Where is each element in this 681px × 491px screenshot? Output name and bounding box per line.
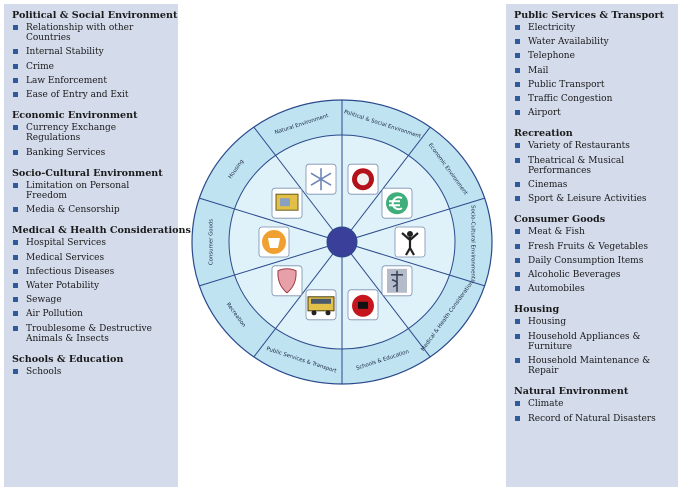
globe-icon (347, 163, 379, 195)
section-title: Medical & Health Considerations (12, 225, 191, 237)
list-item: Public Transport (514, 80, 672, 90)
list-item: Ease of Entry and Exit (12, 90, 172, 100)
segment-divider (199, 197, 343, 243)
section-title: Socio-Cultural Environment (12, 167, 163, 179)
list-item: Crime (12, 62, 172, 72)
list-item: Air Pollution (12, 309, 172, 319)
list-item: Alcoholic Beverages (514, 270, 672, 280)
bullet-list: Schools (12, 367, 172, 377)
list-item: Electricity (514, 23, 672, 33)
list-item: Limitation on Personal Freedom (12, 181, 172, 201)
list-item: Fresh Fruits & Vegetables (514, 242, 672, 252)
segment-divider (253, 126, 343, 243)
bus-icon (305, 289, 337, 321)
segment-divider (341, 197, 485, 243)
list-item: Media & Censorship (12, 205, 172, 215)
list-item: Currency Exchange Regulations (12, 123, 172, 143)
theater-mask-icon (271, 265, 303, 297)
list-item: Daily Consumption Items (514, 256, 672, 266)
person-silhouette-icon (394, 226, 426, 258)
segment-divider (199, 241, 343, 287)
caduceus-icon (381, 265, 413, 297)
section-title: Schools & Education (12, 354, 124, 366)
list-item: Telephone (514, 51, 672, 61)
list-item: Household Appliances & Furniture (514, 332, 672, 352)
list-item: Traffic Congestion (514, 94, 672, 104)
list-item: Housing (514, 317, 672, 327)
wheel-hub (326, 226, 358, 258)
list-item: Internal Stability (12, 47, 172, 57)
list-item: Law Enforcement (12, 76, 172, 86)
list-item: Meat & Fish (514, 227, 672, 237)
euro-currency-icon (381, 187, 413, 219)
list-item: Relationship with other Countries (12, 23, 172, 43)
list-item: Medical Services (12, 253, 172, 263)
list-item: Schools (12, 367, 172, 377)
section-title: Economic Environment (12, 110, 138, 122)
list-item: Troublesome & Destructive Animals & Inse… (12, 324, 172, 344)
segment-label: Consumer Goods (209, 219, 215, 265)
list-item: Infectious Diseases (12, 267, 172, 277)
segment-divider (341, 241, 431, 358)
segment-divider (341, 126, 431, 243)
list-item: Airport (514, 108, 672, 118)
list-item: Variety of Restaurants (514, 141, 672, 151)
segment-label: Socio-Cultural Environment (470, 205, 476, 279)
appliance-icon (271, 187, 303, 219)
snowflake-icon (305, 163, 337, 195)
apple-icon (347, 289, 379, 321)
list-item: Climate (514, 399, 672, 409)
list-item: Water Potability (12, 281, 172, 291)
section-title: Public Services & Transport (514, 10, 665, 21)
section-title: Recreation (514, 128, 573, 140)
section-title: Consumer Goods (514, 214, 606, 226)
section-title: Housing (514, 304, 560, 316)
list-item: Automobiles (514, 284, 672, 294)
list-item: Cinemas (514, 180, 672, 190)
list-item: Sport & Leisure Activities (514, 194, 672, 204)
list-item: Sewage (12, 295, 172, 305)
list-item: Household Maintenance & Repair (514, 356, 672, 376)
segment-divider (341, 241, 485, 287)
list-item: Banking Services (12, 148, 172, 158)
list-item: Water Availability (514, 37, 672, 47)
list-item: Hospital Services (12, 238, 172, 248)
list-item: Mail (514, 66, 672, 76)
section-title: Political & Social Environment (12, 10, 178, 21)
list-item: Record of Natural Disasters (514, 414, 672, 424)
list-item: Theatrical & Musical Performances (514, 156, 672, 176)
shopping-icon (258, 226, 290, 258)
segment-divider (253, 241, 343, 358)
section-title: Natural Environment (514, 386, 629, 398)
